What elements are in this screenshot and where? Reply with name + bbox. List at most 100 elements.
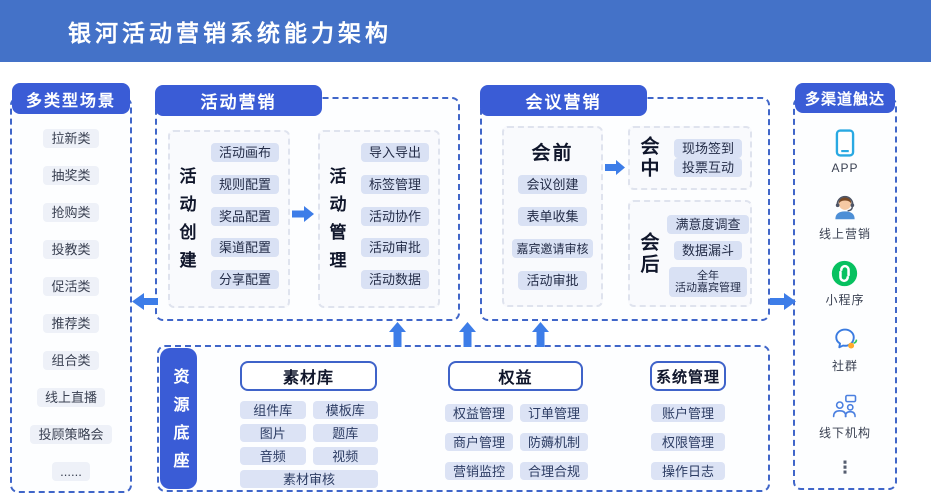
resource-chip: 题库 — [312, 424, 378, 442]
resource-chip: 图片 — [240, 424, 306, 442]
title-banner: 银河活动营销系统能力架构 — [0, 0, 931, 62]
resource-chip: 商户管理 — [445, 433, 514, 451]
mid-meeting-list: 现场签到 投票互动 — [666, 128, 750, 188]
capability-chip: 规则配置 — [210, 174, 279, 194]
system-management-header: 系统管理 — [650, 361, 726, 391]
arrow-right-icon — [605, 160, 625, 175]
meeting-marketing-title: 会议营销 — [480, 85, 647, 116]
capability-chip: 会议创建 — [518, 175, 587, 194]
arrow-up-icon — [532, 322, 549, 347]
scene-types-panel: 拉新类 抽奖类 抢购类 投教类 促活类 推荐类 组合类 线上直播 投顾策略会 .… — [10, 97, 132, 493]
reach-item-online-marketing: 线上营销 — [819, 193, 871, 242]
resource-chip: 模板库 — [312, 401, 378, 419]
mid-meeting-label: 会中 — [637, 136, 659, 180]
capability-chip: 表单收集 — [518, 207, 587, 226]
scene-chip: ...... — [52, 462, 90, 481]
reach-item-label: 社群 — [831, 359, 858, 374]
material-library-grid: 组件库 模板库 图片 题库 音频 视频 素材审核 — [240, 401, 378, 488]
reach-item-community: 社群 — [831, 325, 859, 374]
arrow-right-icon — [770, 293, 796, 310]
resource-chip: 操作日志 — [651, 462, 725, 480]
resource-chip: 订单管理 — [520, 404, 589, 422]
capability-chip: 导入导出 — [360, 143, 429, 162]
scene-chip: 促活类 — [43, 277, 99, 296]
activity-management-list: 导入导出 标签管理 活动协作 活动审批 活动数据 — [352, 132, 438, 306]
resource-chip: 营销监控 — [445, 462, 514, 480]
reach-item-miniprogram: 小程序 — [825, 260, 864, 308]
online-marketing-agent-icon — [835, 195, 855, 220]
scene-chip: 投教类 — [43, 240, 99, 259]
capability-chip: 活动协作 — [360, 206, 429, 226]
resource-base-label-text: 资源底座 — [170, 367, 188, 480]
grid-row: 商户管理 防薅机制 — [445, 433, 589, 451]
grid-row: 权益管理 订单管理 — [445, 404, 589, 422]
resource-chip: 素材审核 — [240, 470, 378, 488]
scene-chip: 投顾策略会 — [30, 425, 112, 444]
scene-types-title: 多类型场景 — [12, 83, 130, 114]
capability-chip: 渠道配置 — [210, 238, 279, 258]
capability-chip: 活动审批 — [518, 271, 587, 290]
reach-item-app: APP — [831, 129, 858, 175]
resource-chip: 权益管理 — [445, 404, 514, 422]
arrow-up-icon — [459, 322, 476, 347]
system-management-list: 账户管理 权限管理 操作日志 — [651, 404, 725, 480]
post-meeting-list: 满意度调查 数据漏斗 全年 活动嘉宾管理 — [666, 202, 750, 305]
reach-item-label: 线上营销 — [818, 226, 871, 241]
scene-chip: 推荐类 — [43, 314, 99, 333]
capability-chip: 现场签到 — [673, 139, 742, 158]
more-ellipsis: ⋮ — [836, 457, 854, 477]
capability-chip: 活动画布 — [210, 143, 279, 162]
capability-chip: 标签管理 — [360, 174, 429, 194]
capability-chip: 数据漏斗 — [673, 241, 742, 260]
capability-chip: 嘉宾邀请审核 — [512, 239, 593, 258]
resource-chip: 视频 — [312, 447, 378, 465]
chip-line: 全年 — [697, 270, 719, 282]
material-library-header: 素材库 — [240, 361, 377, 391]
activity-creation-label: 活动创建 — [176, 167, 196, 279]
reach-item-label: 线下机构 — [818, 426, 871, 441]
activity-creation-box: 活动创建 活动画布 规则配置 奖品配置 渠道配置 分享配置 — [168, 130, 290, 308]
grid-row: 音频 视频 — [240, 447, 378, 465]
pre-meeting-label: 会前 — [531, 143, 574, 164]
post-meeting-label: 会后 — [637, 231, 659, 276]
activity-management-box: 活动管理 导入导出 标签管理 活动协作 活动审批 活动数据 — [318, 130, 440, 308]
reach-panel: APP 线上营销 小程序 — [793, 97, 897, 490]
community-chat-icon — [835, 328, 858, 349]
app-icon — [835, 129, 855, 157]
scene-types-list: 拉新类 抽奖类 抢购类 投教类 促活类 推荐类 组合类 线上直播 投顾策略会 .… — [12, 129, 130, 481]
scene-chip: 线上直播 — [36, 388, 105, 407]
resource-chip: 音频 — [240, 447, 306, 465]
pre-meeting-box: 会前 会议创建 表单收集 嘉宾邀请审核 活动审批 — [502, 126, 603, 307]
capability-chip: 投票互动 — [673, 158, 742, 177]
grid-row: 素材审核 — [240, 470, 378, 488]
rights-grid: 权益管理 订单管理 商户管理 防薅机制 营销监控 合理合规 — [445, 404, 589, 480]
chip-line: 活动嘉宾管理 — [675, 282, 741, 294]
miniprogram-icon — [832, 260, 858, 286]
resource-chip: 合理合规 — [520, 462, 589, 480]
rights-header: 权益 — [448, 361, 583, 391]
resource-chip: 组件库 — [240, 401, 306, 419]
capability-chip: 活动审批 — [360, 238, 429, 258]
page-title: 银河活动营销系统能力架构 — [68, 20, 392, 46]
activity-marketing-title: 活动营销 — [155, 85, 322, 116]
resource-chip: 权限管理 — [651, 433, 725, 451]
resource-chip: 账户管理 — [651, 404, 725, 422]
reach-panel-title: 多渠道触达 — [795, 83, 895, 113]
grid-row: 图片 题库 — [240, 424, 378, 442]
scene-chip: 抽奖类 — [43, 166, 99, 185]
pre-meeting-list: 会议创建 表单收集 嘉宾邀请审核 活动审批 — [504, 165, 601, 305]
reach-item-label: 小程序 — [825, 292, 865, 307]
reach-item-offline-org: 线下机构 — [819, 392, 871, 441]
scene-chip: 组合类 — [43, 351, 99, 370]
reach-list: APP 线上营销 小程序 — [795, 129, 895, 476]
activity-management-label: 活动管理 — [326, 167, 346, 279]
capability-chip: 分享配置 — [210, 270, 279, 289]
reach-item-more: ⋮ — [837, 459, 854, 476]
grid-row: 组件库 模板库 — [240, 401, 378, 419]
resource-base-label: 资源底座 — [160, 348, 197, 489]
scene-chip: 拉新类 — [43, 129, 99, 148]
capability-chip: 活动数据 — [360, 270, 429, 289]
capability-chip: 满意度调查 — [667, 215, 749, 234]
post-meeting-box: 会后 满意度调查 数据漏斗 全年 活动嘉宾管理 — [628, 200, 752, 307]
